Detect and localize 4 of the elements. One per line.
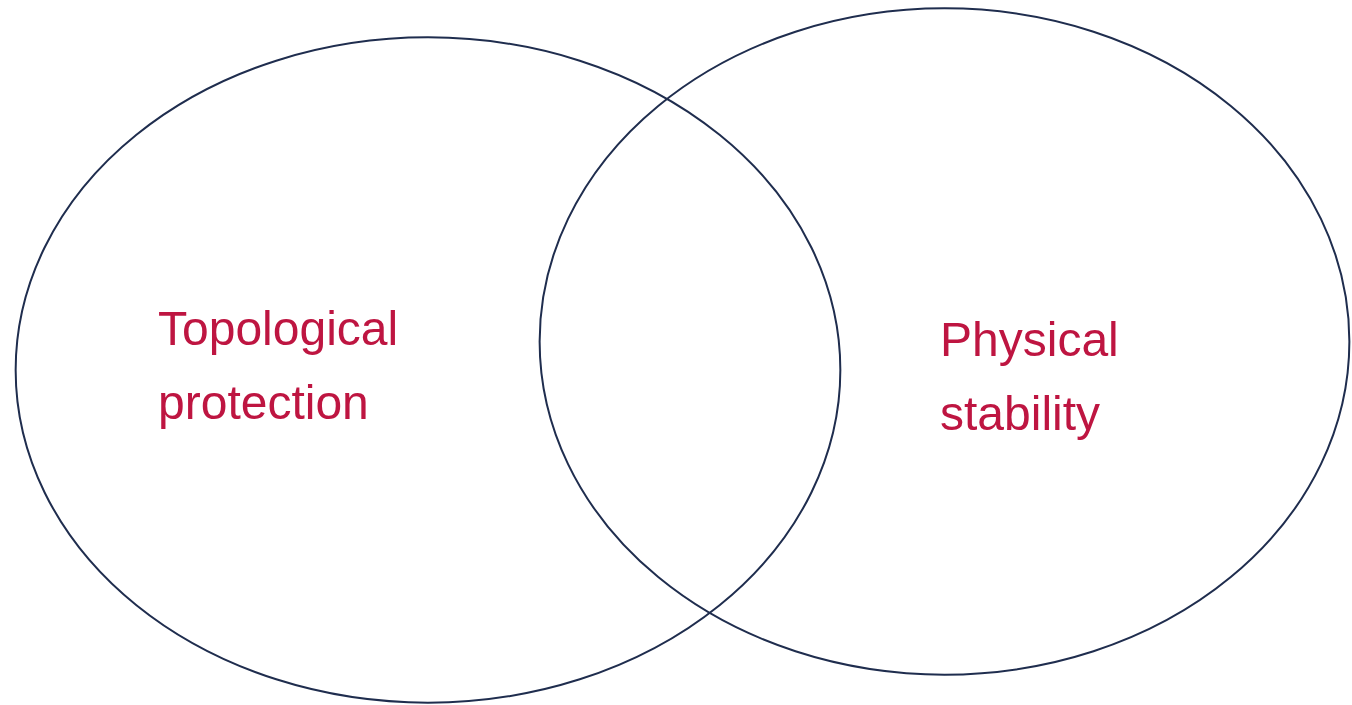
venn-ellipse	[538, 7, 1351, 676]
set-label: Physical stability	[940, 312, 1120, 442]
venn-ellipse	[14, 36, 842, 704]
set-label: Topological protection	[158, 301, 400, 431]
